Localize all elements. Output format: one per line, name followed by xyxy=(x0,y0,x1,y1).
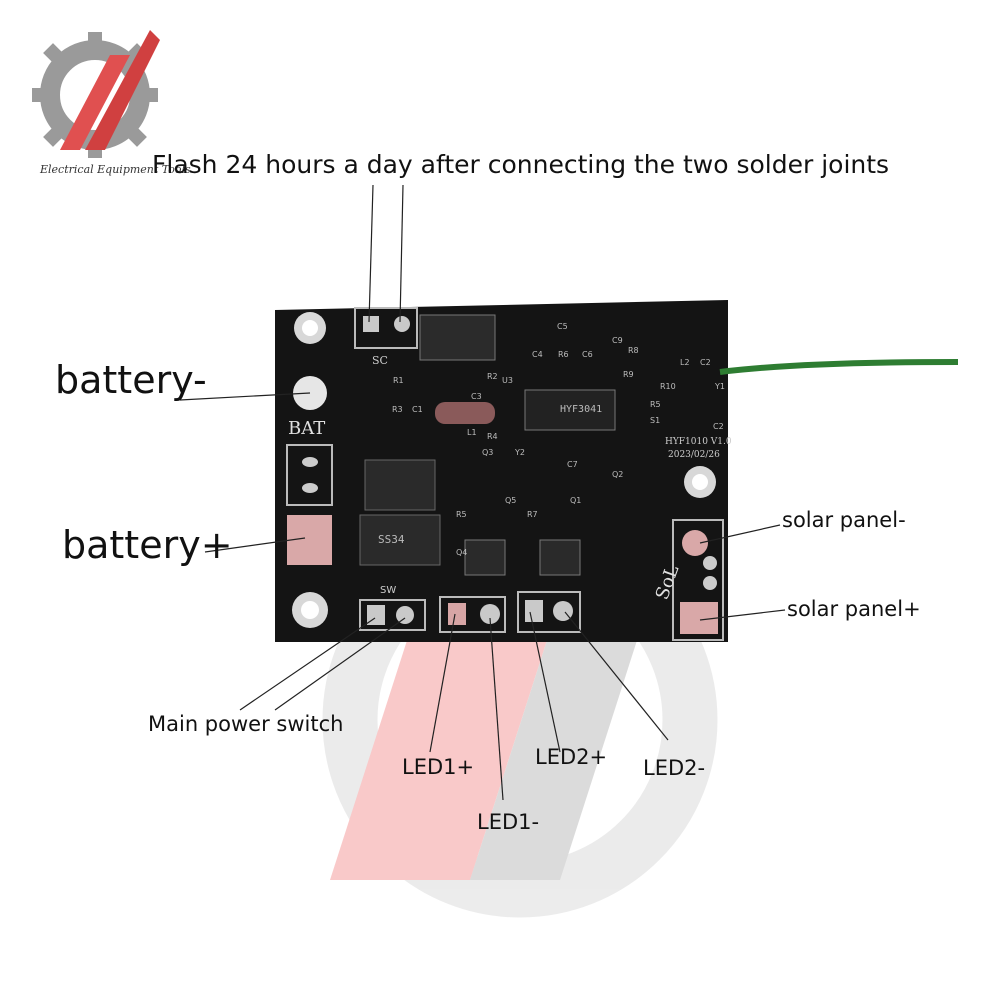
component-ref: R1 xyxy=(393,376,404,385)
diode-marking: SS34 xyxy=(378,533,405,546)
component-ref: C2 xyxy=(713,422,724,431)
chip-marking: HYF3041 xyxy=(560,404,603,415)
component-ref: Q5 xyxy=(505,496,517,505)
silk-sw: SW xyxy=(380,585,397,596)
component-ref: R5 xyxy=(650,400,661,409)
silk-bat: BAT xyxy=(288,418,326,439)
label-led1-plus: LED1+ xyxy=(402,755,475,779)
component-ref: Q1 xyxy=(570,496,582,505)
pcb-board xyxy=(275,300,959,642)
component-ref: L1 xyxy=(467,428,477,437)
component-ref: U3 xyxy=(502,376,513,385)
component-ref: C6 xyxy=(582,350,593,359)
label-led2-minus: LED2- xyxy=(643,756,706,780)
label-solar-minus: solar panel- xyxy=(782,508,906,532)
component-ref: R3 xyxy=(392,405,403,414)
label-led2-plus: LED2+ xyxy=(535,745,608,769)
component-ref: Y1 xyxy=(715,382,725,391)
header-note: Flash 24 hours a day after connecting th… xyxy=(152,150,890,179)
component-ref: R4 xyxy=(487,432,498,441)
component-ref: C3 xyxy=(471,392,482,401)
label-main-switch: Main power switch xyxy=(148,712,344,736)
component-ref: Q4 xyxy=(456,548,468,557)
logo-caption: Electrical Equipment Tools xyxy=(40,163,191,176)
component-ref: R10 xyxy=(660,382,676,391)
component-ref: S1 xyxy=(650,416,661,425)
component-ref: C2 xyxy=(700,358,711,367)
brand-logo xyxy=(32,30,160,158)
component-ref: C5 xyxy=(557,322,568,331)
component-ref: Y2 xyxy=(515,448,525,457)
component-ref: L2 xyxy=(680,358,690,367)
component-ref: R7 xyxy=(527,510,538,519)
component-ref: R6 xyxy=(558,350,569,359)
component-ref: R9 xyxy=(623,370,634,379)
component-ref: C7 xyxy=(567,460,578,469)
label-battery-plus: battery+ xyxy=(62,523,233,567)
silk-sc: SC xyxy=(372,354,388,367)
component-ref: C1 xyxy=(412,405,423,414)
silk-date: 2023/02/26 xyxy=(668,450,720,460)
label-battery-minus: battery- xyxy=(55,358,207,402)
leader-lines xyxy=(179,184,786,801)
component-ref: R8 xyxy=(628,346,639,355)
component-ref: C4 xyxy=(532,350,543,359)
silk-model: HYF1010 V1.0 xyxy=(665,437,732,447)
label-led1-minus: LED1- xyxy=(477,810,540,834)
component-ref: R2 xyxy=(487,372,498,381)
component-ref: R5 xyxy=(456,510,467,519)
component-ref: C9 xyxy=(612,336,623,345)
component-ref: Q2 xyxy=(612,470,624,479)
label-solar-plus: solar panel+ xyxy=(787,597,921,621)
component-ref: Q3 xyxy=(482,448,494,457)
